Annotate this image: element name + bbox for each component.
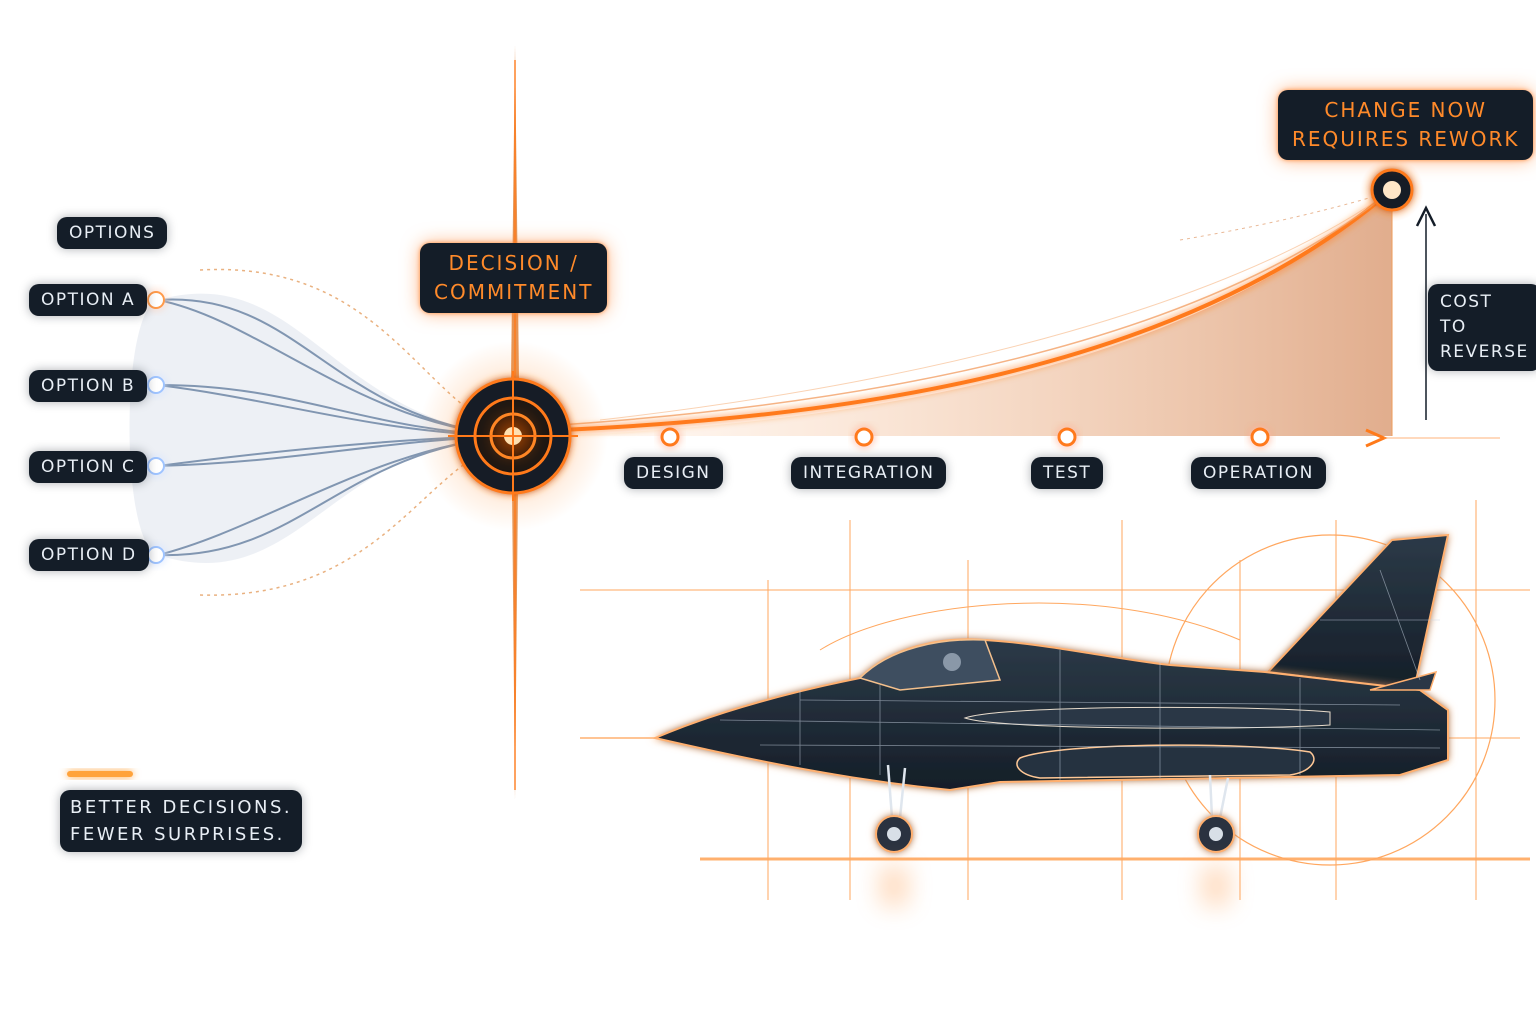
option-b-dot	[147, 376, 165, 394]
option-c-dot	[147, 457, 165, 475]
rework-line1: CHANGE NOW	[1324, 98, 1488, 122]
option-a-dot	[147, 291, 165, 309]
option-dots	[147, 291, 165, 564]
phase-test-label: TEST	[1031, 457, 1104, 489]
option-fan	[129, 268, 513, 596]
cost-to-reverse-label: COST TO REVERSE	[1428, 284, 1536, 371]
phase-operation-label: OPERATION	[1191, 457, 1326, 489]
cost-arrow	[1415, 205, 1437, 420]
operation-dot	[1250, 427, 1270, 447]
decision-line2: COMMITMENT	[434, 280, 594, 304]
phase-design-label: DESIGN	[624, 457, 723, 489]
decision-label: DECISION / COMMITMENT	[420, 243, 608, 313]
cost-line1: COST	[1440, 292, 1493, 312]
cost-curve	[559, 188, 1396, 436]
cost-line3: REVERSE	[1440, 342, 1529, 362]
nose-wheel	[875, 815, 913, 853]
phase-integration-label: INTEGRATION	[791, 457, 947, 489]
design-dot	[660, 427, 680, 447]
tagline-line1: BETTER DECISIONS.	[70, 797, 293, 818]
timeline-axis	[512, 428, 1500, 448]
main-wheel	[1197, 815, 1235, 853]
aircraft	[580, 533, 1450, 906]
cost-line2: TO	[1440, 317, 1467, 337]
test-dot	[1057, 427, 1077, 447]
decision-line1: DECISION /	[448, 251, 579, 275]
option-a-label: OPTION A	[29, 284, 148, 316]
tagline-line2: FEWER SURPRISES.	[70, 824, 285, 845]
decision-target	[418, 341, 608, 531]
option-c-label: OPTION C	[29, 451, 148, 483]
tagline: BETTER DECISIONS. FEWER SURPRISES.	[60, 790, 303, 852]
rework-point	[1360, 158, 1424, 222]
rework-line2: REQUIRES REWORK	[1292, 127, 1520, 151]
option-b-label: OPTION B	[29, 370, 148, 402]
options-header: OPTIONS	[57, 217, 168, 249]
rework-label: CHANGE NOW REQUIRES REWORK	[1278, 90, 1534, 160]
phase-dots	[660, 427, 1270, 447]
option-d-dot	[147, 546, 165, 564]
option-d-label: OPTION D	[29, 539, 149, 571]
tagline-accent-bar	[67, 771, 133, 777]
integration-dot	[854, 427, 874, 447]
